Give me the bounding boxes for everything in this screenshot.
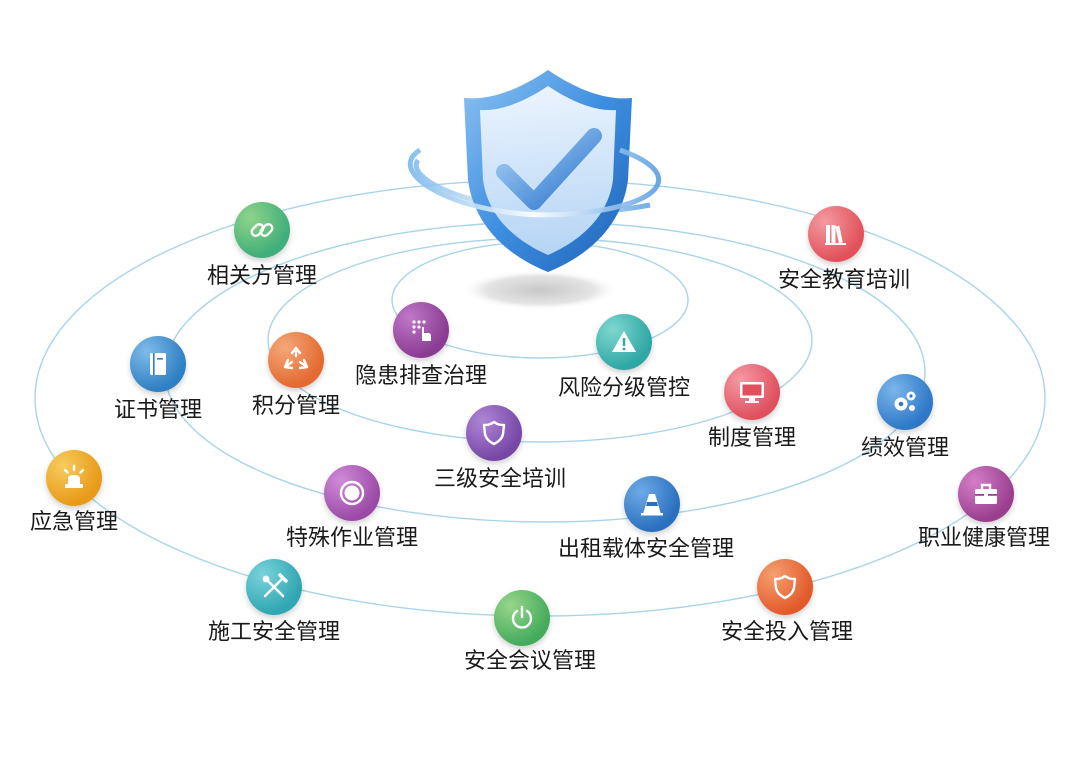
node-label: 证书管理 (113, 398, 203, 423)
node-label: 风险分级管控 (557, 376, 691, 401)
node-label: 安全会议管理 (463, 649, 597, 674)
shield-icon-circle[interactable] (466, 405, 522, 461)
power-icon-circle[interactable] (494, 590, 550, 646)
node-label: 隐患排查治理 (354, 364, 488, 389)
node-label: 出租载体安全管理 (557, 537, 735, 562)
toolbox-icon (975, 483, 997, 504)
cone-icon-circle[interactable] (624, 476, 680, 532)
node-label: 施工安全管理 (207, 620, 341, 645)
toolbox-icon-circle[interactable] (958, 466, 1014, 522)
gears-icon-circle[interactable] (877, 374, 933, 430)
link-icon (250, 223, 274, 237)
monitor-icon (740, 382, 764, 403)
node-label: 积分管理 (251, 394, 341, 419)
node-label: 相关方管理 (206, 264, 318, 289)
warning-icon-circle[interactable] (596, 314, 652, 370)
cone-icon (641, 494, 663, 516)
warning-icon (612, 331, 636, 352)
orbit-ring-2 (267, 237, 813, 443)
tools-icon (262, 573, 288, 598)
siren-icon-circle[interactable] (46, 450, 102, 506)
tools-icon-circle[interactable] (246, 559, 302, 615)
ring-icon (339, 480, 365, 506)
recycle-icon-circle[interactable] (268, 332, 324, 388)
books-icon-circle[interactable] (808, 206, 864, 262)
node-label: 安全投入管理 (720, 620, 854, 645)
monitor-icon-circle[interactable] (724, 364, 780, 420)
shield-icon (482, 420, 506, 446)
recycle-icon (283, 346, 309, 370)
notebook-icon-circle[interactable] (130, 336, 186, 392)
node-label: 特殊作业管理 (285, 526, 419, 551)
gears-icon (894, 391, 916, 411)
node-label: 制度管理 (707, 426, 797, 451)
node-label: 绩效管理 (860, 436, 950, 461)
siren-icon (63, 464, 85, 488)
shield-icon-circle[interactable] (757, 559, 813, 615)
central-shield-graphic (407, 70, 662, 310)
shield-ring-front (407, 147, 662, 218)
ring-icon-circle[interactable] (324, 465, 380, 521)
notebook-icon (150, 353, 166, 375)
shield-ground-shadow (462, 270, 618, 310)
node-label: 职业健康管理 (917, 526, 1051, 551)
link-icon-circle[interactable] (234, 202, 290, 258)
power-icon (511, 605, 533, 629)
node-label: 安全教育培训 (777, 268, 911, 293)
books-icon (825, 225, 846, 245)
shield-icon (773, 574, 797, 600)
node-label: 三级安全培训 (433, 467, 567, 492)
node-label: 应急管理 (29, 510, 119, 535)
keypad-hand-icon (412, 320, 431, 341)
checkmark-icon (496, 128, 602, 210)
keypad-hand-icon-circle[interactable] (393, 302, 449, 358)
